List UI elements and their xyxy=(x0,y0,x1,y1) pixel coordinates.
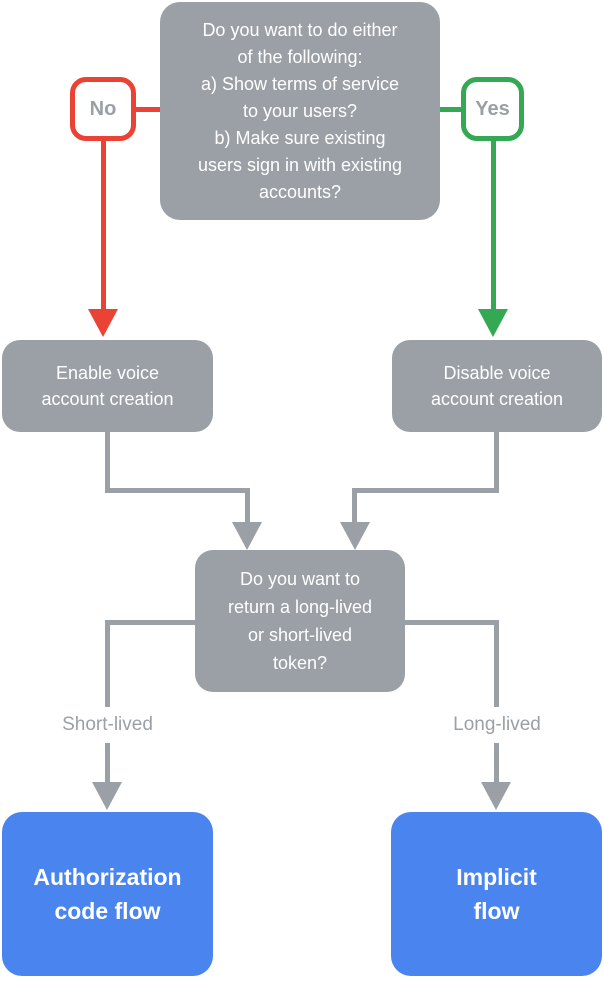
yes-badge: Yes xyxy=(461,77,524,141)
long-lived-label: Long-lived xyxy=(412,707,582,743)
enable-down-line xyxy=(105,432,110,493)
yes-branch-arrowhead-icon xyxy=(478,309,508,337)
implicit-flow-text: Implicit flow xyxy=(456,864,537,924)
disable-down-line xyxy=(494,432,499,493)
authorization-code-flow-box: Authorization code flow xyxy=(2,812,213,976)
short-lived-label: Short-lived xyxy=(23,707,192,743)
disable-horizontal-line xyxy=(352,488,499,493)
disable-to-question-arrowhead-icon xyxy=(340,522,370,550)
long-lived-vertical-line xyxy=(494,620,499,785)
yes-branch-horizontal-line xyxy=(438,107,462,112)
long-lived-label-text: Long-lived xyxy=(453,714,541,735)
disable-voice-text: Disable voice account creation xyxy=(430,363,564,409)
no-branch-arrowhead-icon xyxy=(88,309,118,337)
enable-voice-text: Enable voice account creation xyxy=(41,363,174,409)
no-branch-horizontal-line xyxy=(136,107,160,112)
no-badge-label: No xyxy=(89,97,117,120)
long-lived-arrowhead-icon xyxy=(481,782,511,810)
authorization-code-flow-text: Authorization code flow xyxy=(33,864,182,924)
question-terms-box: Do you want to do either of the followin… xyxy=(160,2,440,220)
yes-badge-label: Yes xyxy=(475,97,510,120)
no-branch-vertical-line xyxy=(101,141,106,311)
question-token-box: Do you want to return a long-lived or sh… xyxy=(195,550,405,692)
enable-to-question-line xyxy=(245,488,250,524)
short-lived-vertical-line xyxy=(105,620,110,785)
no-badge: No xyxy=(70,77,136,141)
enable-voice-box: Enable voice account creation xyxy=(2,340,213,432)
short-lived-horizontal-line xyxy=(105,620,195,625)
long-lived-horizontal-line xyxy=(405,620,499,625)
disable-voice-box: Disable voice account creation xyxy=(392,340,602,432)
short-lived-arrowhead-icon xyxy=(92,782,122,810)
question-terms-text: Do you want to do either of the followin… xyxy=(197,19,403,202)
yes-branch-vertical-line xyxy=(491,141,496,311)
implicit-flow-box: Implicit flow xyxy=(391,812,602,976)
short-lived-label-text: Short-lived xyxy=(62,714,153,735)
question-token-text: Do you want to return a long-lived or sh… xyxy=(227,569,373,673)
enable-to-question-arrowhead-icon xyxy=(232,522,262,550)
disable-to-question-line xyxy=(352,488,357,524)
enable-horizontal-line xyxy=(105,488,250,493)
